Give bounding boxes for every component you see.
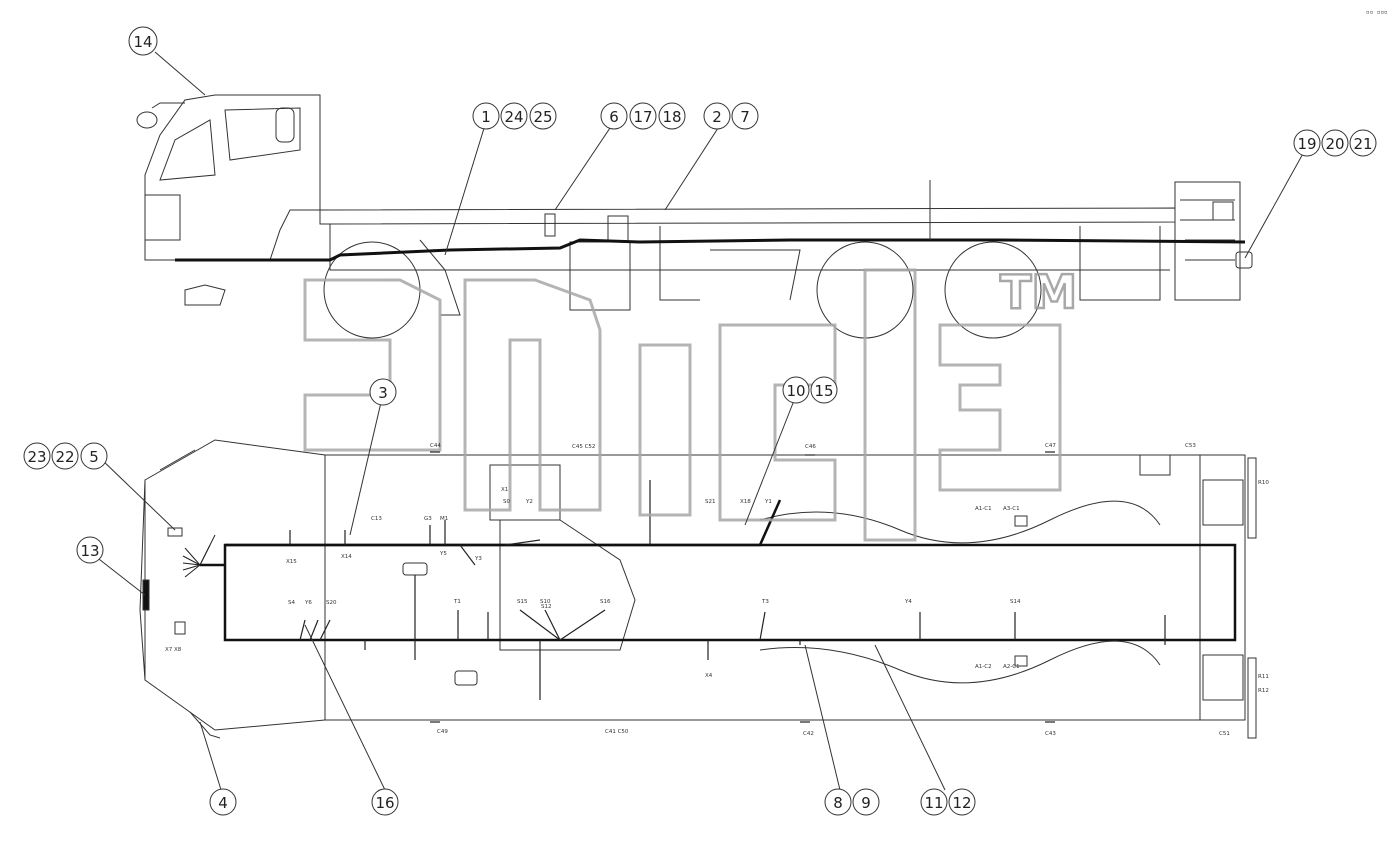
callout-number: 23 <box>27 448 46 466</box>
callout-number: 13 <box>80 542 99 560</box>
callout-number: 10 <box>786 382 805 400</box>
callout-number: 1 <box>481 108 491 126</box>
callout-6-17-18: 6 17 18 <box>600 102 686 130</box>
label-x15: X15 <box>286 559 297 565</box>
callout-16: 16 <box>371 788 399 816</box>
label-y3: Y3 <box>474 556 482 562</box>
label-y2: Y2 <box>525 499 533 505</box>
callout-8-9: 8 9 <box>824 788 880 816</box>
label-s4: S4 <box>288 600 295 606</box>
label-c42: C42 <box>803 731 814 737</box>
callout-14: 14 <box>128 26 158 56</box>
label-x18: X18 <box>740 499 751 505</box>
callout-4: 4 <box>209 788 237 816</box>
label-c51: C51 <box>1219 731 1230 737</box>
label-s21: S21 <box>705 499 716 505</box>
callout-number: 16 <box>375 794 394 812</box>
connector-ticks <box>430 451 1055 723</box>
connector-fan <box>182 534 216 578</box>
callout-number: 5 <box>89 448 99 466</box>
label-y6: Y6 <box>304 600 312 606</box>
label-a2-c1: A2-C1 <box>1003 664 1020 670</box>
connector-labels-top: C44 C45 C52 C46 C47 C53 S21 X18 Y1 X1 Y2… <box>424 443 1196 562</box>
label-x4: X4 <box>705 673 713 679</box>
label-x14: X14 <box>341 554 352 560</box>
label-c47: C47 <box>1045 443 1056 449</box>
callout-11-12: 11 12 <box>920 788 976 816</box>
label-s10: S10 <box>540 599 551 605</box>
label-y5: Y5 <box>439 551 447 557</box>
label-t3: T3 <box>761 599 769 605</box>
label-r12: R12 <box>1258 688 1269 694</box>
label-c43: C43 <box>1045 731 1056 737</box>
label-y4: Y4 <box>904 599 912 605</box>
callout-number: 21 <box>1353 135 1372 153</box>
callout-number: 9 <box>861 794 871 812</box>
watermark-tm: TM <box>1000 265 1077 319</box>
connector-labels-bottom: C49 C41 C50 C42 C43 C51 X15 S4 S20 X14 S… <box>165 480 1269 737</box>
label-s15: S15 <box>517 599 528 605</box>
callout-number: 25 <box>533 108 552 126</box>
truck-side-view <box>136 94 1253 339</box>
callout-number: 22 <box>55 448 74 466</box>
callout-number: 7 <box>740 108 750 126</box>
callout-23-22-5: 23 22 5 <box>23 442 108 470</box>
callout-13: 13 <box>76 536 104 564</box>
callout-number: 20 <box>1325 135 1344 153</box>
corner-mark: ▫▫ ▫▫▫ <box>1366 9 1388 16</box>
callout-number: 14 <box>133 33 152 51</box>
label-r11: R11 <box>1258 674 1269 680</box>
label-c46: C46 <box>805 444 816 450</box>
label-c44: C44 <box>430 443 441 449</box>
label-r10: R10 <box>1258 480 1269 486</box>
callout-19-20-21: 19 20 21 <box>1293 129 1377 157</box>
callout-number: 19 <box>1297 135 1316 153</box>
label-a1-c1: A1-C1 <box>975 506 992 512</box>
label-c13: C13 <box>371 516 382 522</box>
label-c41-c50: C41 C50 <box>605 729 629 735</box>
callout-number: 6 <box>609 108 619 126</box>
label-m1: M1 <box>440 516 448 522</box>
callout-3: 3 <box>369 378 397 406</box>
label-s20: S20 <box>326 600 337 606</box>
callout-number: 18 <box>662 108 681 126</box>
callout-2-7: 2 7 <box>703 102 759 130</box>
callout-number: 2 <box>712 108 722 126</box>
callout-number: 17 <box>633 108 652 126</box>
label-g3: G3 <box>424 516 432 522</box>
callout-number: 3 <box>378 384 388 402</box>
callout-number: 8 <box>833 794 843 812</box>
label-a1-c2: A1-C2 <box>975 664 992 670</box>
callout-10-15: 10 15 <box>782 376 838 404</box>
branch-wires-top <box>289 480 1166 700</box>
label-x7-x8: X7 X8 <box>165 647 182 653</box>
callout-number: 12 <box>952 794 971 812</box>
label-a3-c1: A3-C1 <box>1003 506 1020 512</box>
main-harness-top <box>200 499 782 567</box>
callout-number: 15 <box>814 382 833 400</box>
callout-leaders <box>94 51 1306 794</box>
label-s14: S14 <box>1010 599 1021 605</box>
callout-1-24-25: 1 24 25 <box>472 102 557 130</box>
label-x1: X1 <box>501 487 508 493</box>
label-y1: Y1 <box>764 499 772 505</box>
callout-number: 24 <box>504 108 523 126</box>
label-c49: C49 <box>437 729 448 735</box>
main-harness-side <box>175 238 1246 262</box>
callout-number: 4 <box>218 794 228 812</box>
label-c53: C53 <box>1185 443 1196 449</box>
label-s16: S16 <box>600 599 611 605</box>
label-s0: S0 <box>503 499 510 505</box>
label-c45-c52: C45 C52 <box>572 444 595 450</box>
truck-top-view <box>139 439 1257 739</box>
label-t1: T1 <box>453 599 461 605</box>
callout-number: 11 <box>924 794 943 812</box>
label-s12: S12 <box>541 604 552 610</box>
watermark: TM <box>303 264 1078 542</box>
